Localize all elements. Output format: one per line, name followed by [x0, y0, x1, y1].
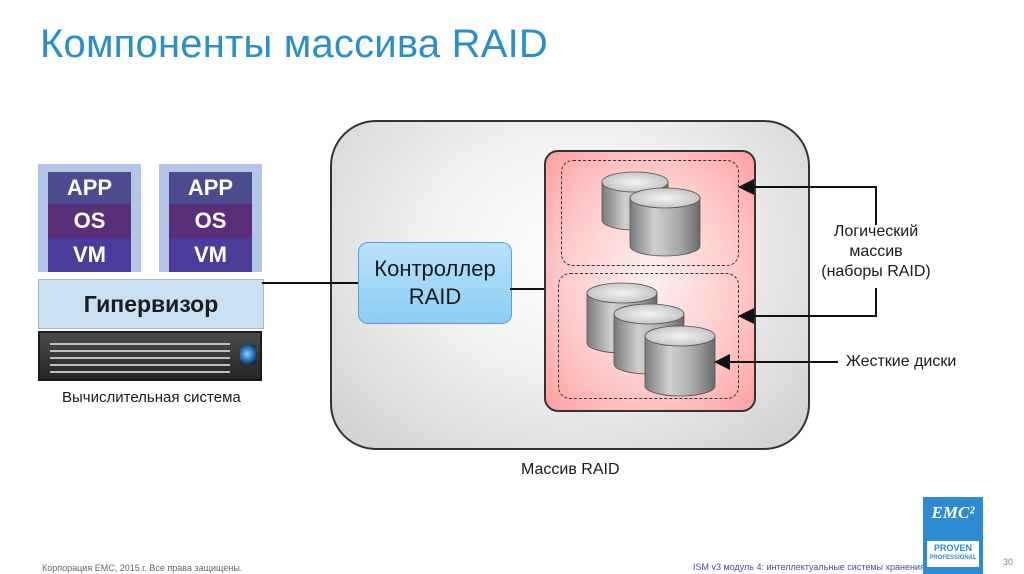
logical-array-line2: массив [849, 243, 903, 260]
hard-disks-label: Жесткие диски [846, 353, 957, 370]
page-number: 30 [1003, 557, 1014, 567]
vm-tile-1: APP OS VM [38, 164, 141, 272]
disk-icon [629, 187, 701, 257]
raid-controller: Контроллер RAID [358, 242, 512, 324]
compute-system-caption: Вычислительная система [62, 389, 241, 406]
logical-array-arrow-top [738, 179, 877, 225]
os-layer: OS [169, 204, 252, 238]
logical-array-arrow-bottom [738, 288, 877, 324]
os-layer: OS [48, 204, 131, 238]
controller-label-line1: Контроллер [374, 256, 496, 281]
copyright-text: Корпорация EMC, 2015 г. Все права защище… [42, 563, 243, 573]
logo-line1: PROVEN [933, 543, 972, 553]
module-text: ISM v3 модуль 4: интеллектуальные систем… [693, 562, 925, 572]
app-layer: APP [48, 172, 131, 204]
emc-brand: EMC² [931, 503, 975, 522]
emc-proven-logo: EMC² PROVEN PROFESSIONAL [923, 497, 983, 574]
server-icon [38, 331, 262, 381]
power-button-icon [240, 345, 256, 365]
controller-label-line2: RAID [408, 284, 462, 309]
vm-layer: VM [169, 238, 252, 272]
vm-layer: VM [48, 238, 131, 272]
vm-tile-2: APP OS VM [159, 164, 262, 272]
logo-line2: PROFESSIONAL [929, 555, 977, 561]
hypervisor-box: Гипервизор [38, 279, 264, 329]
app-layer: APP [169, 172, 252, 204]
logical-array-label: Логический массив (наборы RAID) [806, 222, 946, 282]
raid-set-2 [558, 273, 739, 399]
slide-title: Компоненты массива RAID [40, 22, 548, 66]
logical-array-line3: (наборы RAID) [821, 263, 931, 280]
disk-icon [644, 325, 716, 397]
logical-array-line1: Логический [833, 223, 919, 240]
raid-array-caption: Массив RAID [521, 461, 620, 478]
raid-set-1 [561, 160, 739, 266]
